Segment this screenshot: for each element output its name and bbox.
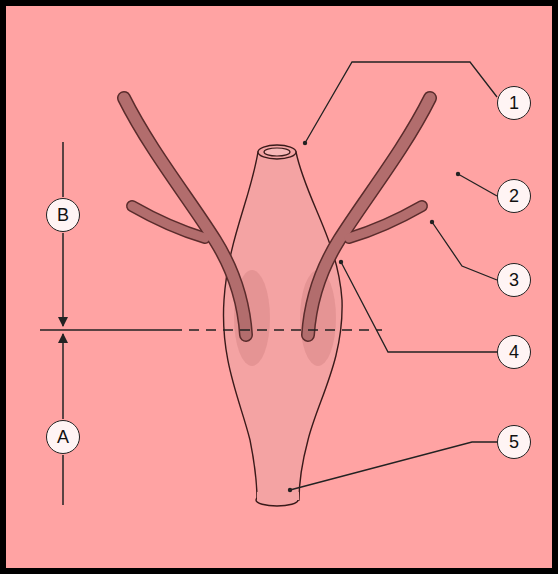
level-line bbox=[40, 329, 172, 331]
nerve-left bbox=[124, 98, 246, 335]
nerve-right bbox=[308, 98, 430, 335]
callout-number: 5 bbox=[509, 433, 519, 451]
callout-number: 3 bbox=[509, 271, 519, 289]
callout-circle: 4 bbox=[497, 335, 531, 369]
tube-opening bbox=[258, 145, 296, 159]
background-frame bbox=[3, 3, 555, 571]
callout-number: 2 bbox=[509, 187, 519, 205]
callout-circle: 3 bbox=[497, 263, 531, 297]
callout-circle: B bbox=[46, 198, 80, 232]
tube-lumen bbox=[264, 148, 290, 156]
callout-circle: 1 bbox=[497, 86, 531, 120]
callout-circle: 5 bbox=[497, 425, 531, 459]
callout-number: 4 bbox=[509, 343, 519, 361]
callout-circle: A bbox=[46, 420, 80, 454]
callout-number: B bbox=[57, 206, 69, 224]
dimension-line bbox=[62, 142, 64, 197]
callout-circle: 2 bbox=[497, 179, 531, 213]
dimension-arrow bbox=[62, 334, 64, 419]
tube-bottom-fill bbox=[257, 492, 299, 500]
leader-lines bbox=[290, 62, 497, 490]
leader-dots bbox=[288, 141, 460, 492]
callout-number: A bbox=[57, 428, 69, 446]
dimension-line bbox=[62, 455, 64, 505]
callout-number: 1 bbox=[509, 94, 519, 112]
dimension-arrow bbox=[62, 233, 64, 326]
level-line-dashed bbox=[172, 329, 382, 331]
